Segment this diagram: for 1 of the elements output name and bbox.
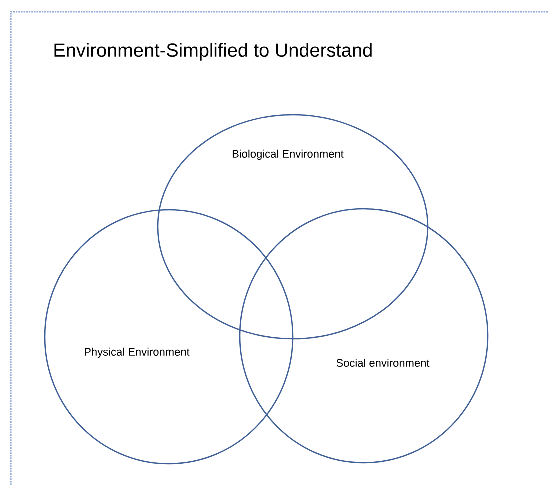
title: Environment-Simplified to Understand: [54, 43, 372, 61]
